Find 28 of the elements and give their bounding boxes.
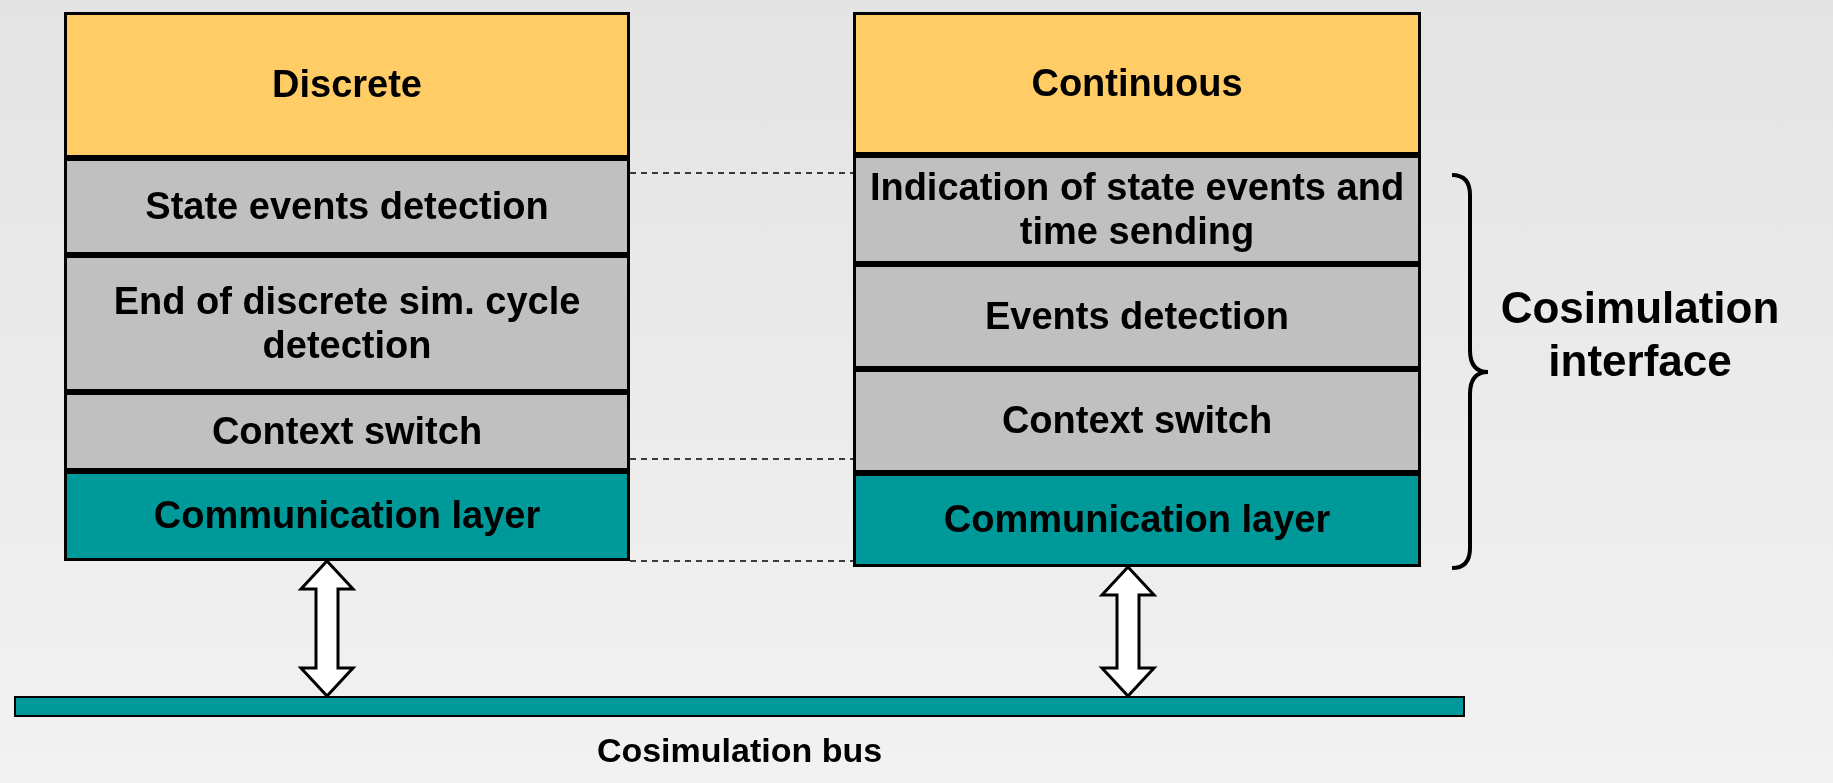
layer-box xyxy=(64,255,630,392)
double-block-arrow xyxy=(297,558,357,699)
bus-label: Cosimulation bus xyxy=(595,731,884,770)
interface-label: Cosimulation interface xyxy=(1499,282,1781,387)
layer-label: State events detection xyxy=(144,184,550,229)
layer-box xyxy=(853,155,1421,264)
dashed-line xyxy=(629,458,854,460)
layer-label: End of discrete sim. cycle detection xyxy=(112,279,582,368)
layer-box xyxy=(853,369,1421,473)
layer-box xyxy=(64,471,630,561)
layer-label: Continuous xyxy=(1030,61,1244,106)
dashed-line xyxy=(629,172,854,174)
layer-box xyxy=(64,158,630,255)
layer-label: Events detection xyxy=(983,294,1291,339)
layer-box xyxy=(853,473,1421,567)
bus-bar xyxy=(14,696,1465,717)
layer-label: Communication layer xyxy=(152,494,542,538)
layer-label: Discrete xyxy=(271,63,423,107)
dashed-line xyxy=(629,560,854,562)
layer-label: Indication of state events and time sending xyxy=(868,165,1406,254)
double-block-arrow xyxy=(1098,564,1158,699)
layer-box xyxy=(64,392,630,471)
layer-label: Context switch xyxy=(210,409,484,454)
layer-label: Context switch xyxy=(1000,399,1274,443)
header-box xyxy=(853,12,1421,155)
header-box xyxy=(64,12,630,158)
layer-box xyxy=(853,264,1421,369)
layer-label: Communication layer xyxy=(942,498,1332,542)
